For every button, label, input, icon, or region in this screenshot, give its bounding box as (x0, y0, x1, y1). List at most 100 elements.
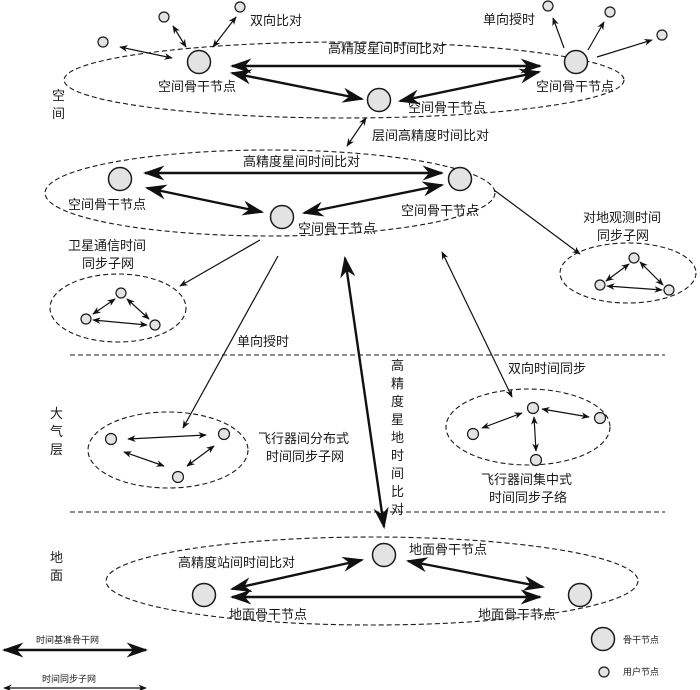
svg-text:对: 对 (391, 503, 404, 518)
sat-ground-link (340, 255, 389, 530)
bidirectional-link (212, 16, 237, 48)
two-way-sync-link (441, 251, 513, 398)
ground-backbone-node (191, 582, 217, 608)
label-satcom-subnet-1: 卫星通信时间 (68, 239, 146, 254)
station-link (229, 556, 365, 593)
label-space-node-f: 空间骨干节点 (298, 222, 376, 237)
user-node (542, 0, 554, 12)
space-backbone-node (107, 166, 133, 192)
label-one-way-timing-top: 单向授时 (483, 12, 535, 28)
one-way-link (179, 239, 261, 287)
sync-link (123, 451, 165, 467)
layer-label-ground-2: 面 (50, 569, 63, 584)
intersat-link (301, 181, 445, 217)
user-node (80, 313, 92, 325)
svg-text:星: 星 (391, 413, 404, 428)
layer-label-ground-1: 地 (50, 551, 63, 566)
interlayer-link (346, 117, 367, 147)
intersat-link (229, 69, 365, 103)
legend-sync-subnet-label: 时间同步子网 (42, 673, 96, 685)
space-backbone-ellipse-top (63, 41, 625, 119)
earthobs-subnet-ellipse (559, 242, 697, 304)
sync-link (606, 283, 663, 293)
user-node (656, 29, 668, 41)
one-way-link (596, 39, 653, 58)
sync-link (126, 298, 150, 320)
label-aircraft-dist-1: 飞行器间分布式 (258, 432, 349, 447)
aircraft-dist-subnet-ellipse (87, 411, 249, 489)
label-one-way-timing-mid: 单向授时 (237, 334, 289, 350)
layer-label-atmos-1: 大 (50, 407, 63, 422)
user-node (234, 1, 246, 13)
satcom-subnet-ellipse (49, 273, 187, 343)
sync-link (186, 445, 215, 467)
label-aircraft-central-1: 飞行器间集中式 (481, 472, 572, 488)
bidirectional-link (172, 25, 187, 48)
svg-text:时: 时 (391, 449, 404, 464)
user-node (115, 287, 127, 299)
sync-link (531, 416, 539, 452)
layer-label-space-1: 空 (52, 89, 65, 104)
legend-backbone-net-label: 时间基准骨干网 (36, 634, 99, 646)
one-way-link (182, 255, 279, 429)
user-node (526, 401, 540, 415)
label-satcom-subnet-2: 同步子网 (82, 257, 134, 272)
label-bidirectional-compare: 双向比对 (250, 13, 302, 29)
legend-backbone-node-label: 骨干节点 (623, 635, 659, 646)
label-ground-node-c: 地面骨干节点 (478, 608, 556, 623)
label-aircraft-dist-2: 时间同步子网 (266, 450, 344, 465)
label-ground-node-b: 地面骨干节点 (229, 608, 307, 623)
user-node (97, 36, 109, 48)
layer-label-atmos-2: 气 (50, 424, 63, 440)
user-node (171, 470, 185, 484)
label-space-node-a: 空间骨干节点 (158, 80, 236, 95)
user-node (604, 6, 616, 18)
space-backbone-node (186, 49, 212, 75)
layer-label-space-2: 间 (52, 107, 65, 122)
user-node (594, 279, 606, 291)
space-backbone-node (447, 166, 473, 192)
label-space-node-e: 空间骨干节点 (401, 204, 479, 219)
aircraft-central-subnet-ellipse (445, 388, 611, 466)
svg-text:精: 精 (391, 377, 404, 392)
station-link (405, 557, 546, 591)
sync-link (541, 406, 590, 420)
space-backbone-node (563, 49, 589, 75)
user-node (628, 252, 640, 264)
one-way-link (493, 189, 581, 255)
legend: 时间基准骨干网 时间同步子网 骨干节点 用户节点 (1, 626, 659, 690)
user-node (466, 427, 480, 441)
sync-link (92, 298, 116, 315)
svg-text:地: 地 (391, 431, 404, 446)
layer-label-atmos-3: 层 (50, 443, 63, 458)
one-way-link (587, 21, 605, 51)
ground-backbone-node (567, 582, 593, 608)
user-node (529, 453, 543, 467)
legend-user-node-icon (598, 666, 610, 678)
bidirectional-link (119, 45, 173, 60)
sync-link (92, 317, 148, 328)
sync-link (605, 263, 630, 282)
space-backbone-ellipse-mid (44, 149, 496, 237)
user-node (593, 411, 607, 425)
label-aircraft-central-2: 时间同步子络 (489, 490, 567, 506)
legend-user-node-label: 用户节点 (623, 666, 659, 678)
label-station-compare: 高精度站间时间比对 (178, 555, 295, 571)
sync-link (481, 412, 523, 429)
space-backbone-node (269, 204, 295, 230)
label-earthobs-subnet-1: 对地观测时间 (583, 211, 661, 226)
sync-link (639, 261, 664, 286)
svg-text:比: 比 (391, 485, 404, 500)
user-node (663, 284, 675, 296)
label-space-node-b: 空间骨干节点 (536, 80, 614, 95)
label-two-way-sync: 双向时间同步 (508, 361, 586, 377)
label-space-node-d: 空间骨干节点 (68, 198, 146, 213)
label-sat-ground-compare: 高 精 度 星 地 时 间 比 对 (391, 358, 404, 518)
label-space-node-c: 空间骨干节点 (408, 101, 486, 116)
label-interlayer-compare: 层间高精度时间比对 (372, 128, 489, 144)
svg-text:高: 高 (391, 358, 404, 374)
ground-backbone-ellipse (105, 536, 639, 626)
legend-backbone-node-icon (590, 626, 616, 652)
intersat-link (397, 68, 542, 105)
